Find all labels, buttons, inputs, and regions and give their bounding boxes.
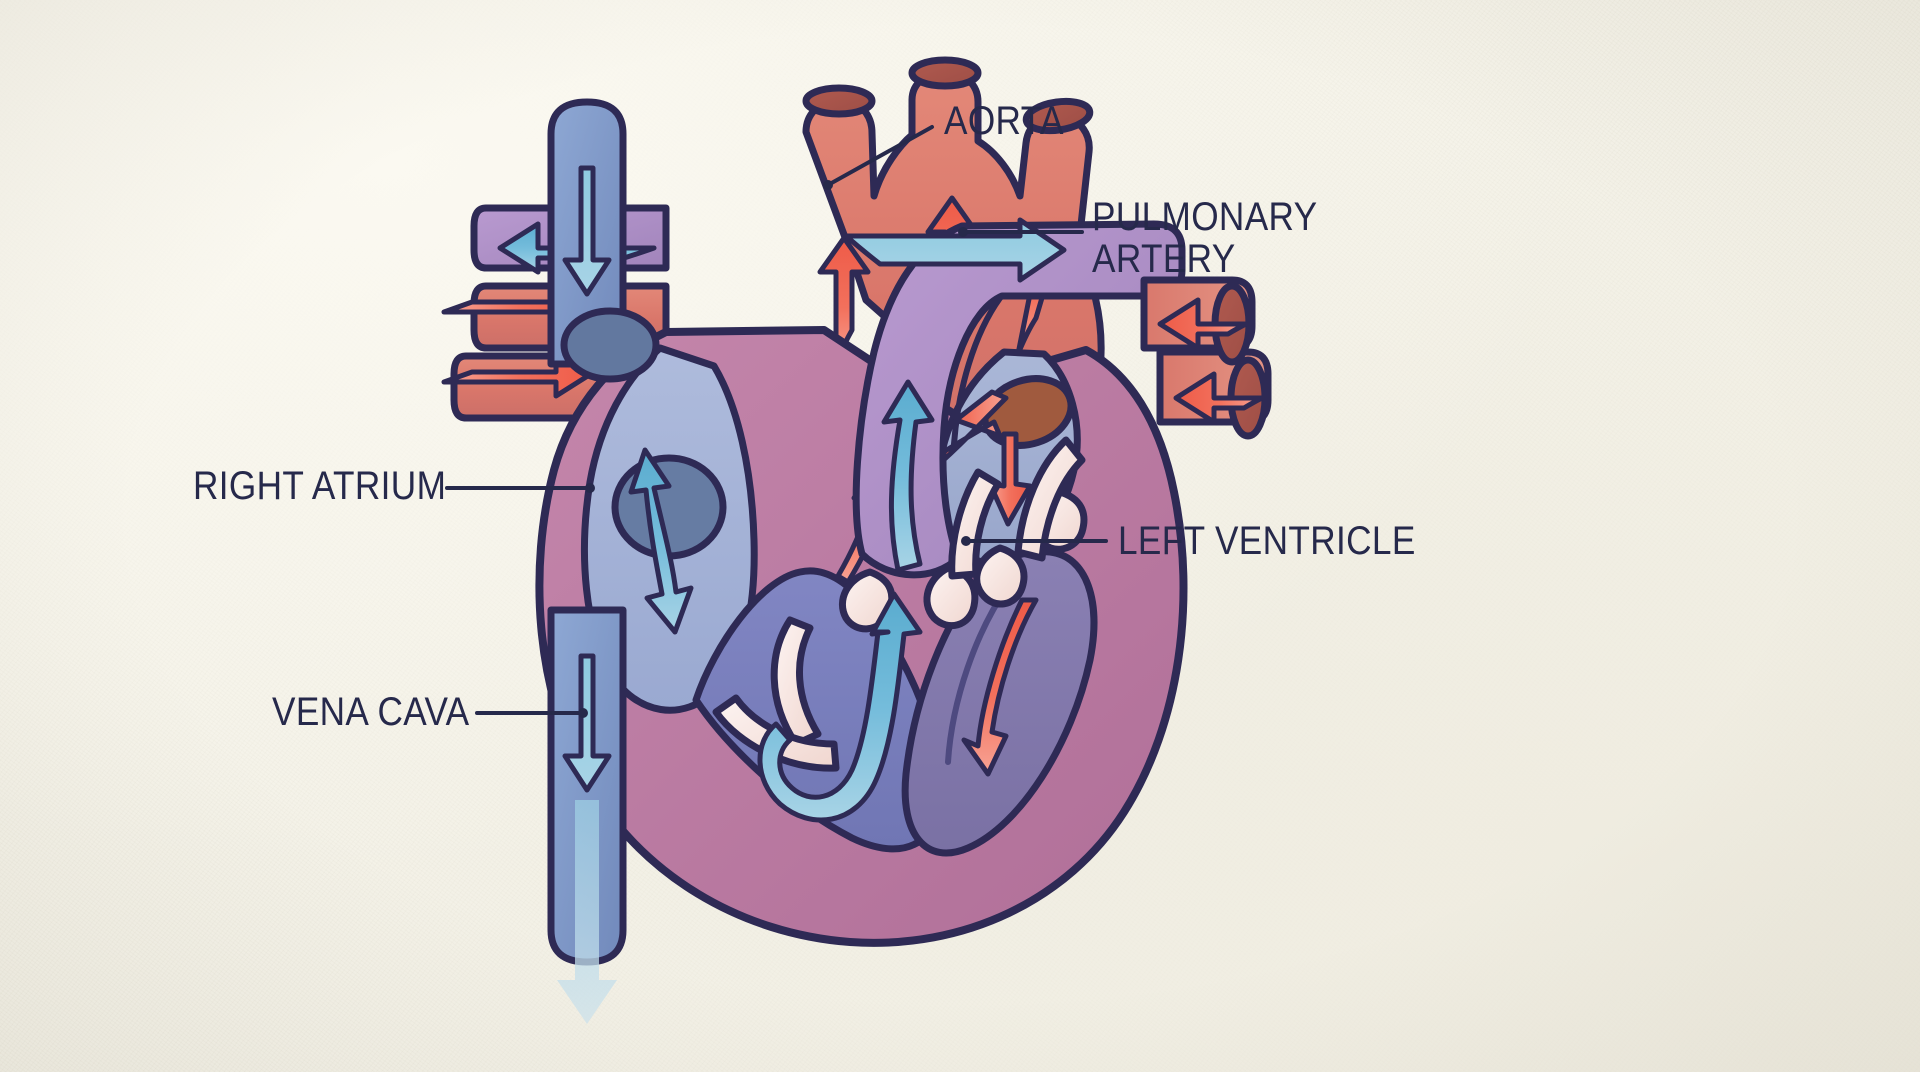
svc-flow-arrow xyxy=(562,165,612,297)
ivc-flow-arrow xyxy=(557,653,617,1024)
label-pulmonary-artery-line2: ARTERY xyxy=(1092,237,1236,281)
label-pulmonary-artery: PULMONARY ARTERY xyxy=(1092,196,1318,280)
ra-opening-lower xyxy=(611,454,727,560)
label-left-ventricle: LEFT VENTRICLE xyxy=(1118,519,1416,563)
label-pulmonary-artery-line1: PULMONARY xyxy=(1092,195,1318,239)
ra-opening-upper xyxy=(560,307,660,383)
heart-valves xyxy=(712,436,1088,772)
leader-aorta xyxy=(826,125,934,187)
leader-lines xyxy=(445,125,1108,718)
label-aorta: AORTA xyxy=(944,99,1064,143)
label-right-atrium: RIGHT ATRIUM xyxy=(193,464,447,508)
label-vena-cava: VENA CAVA xyxy=(272,690,470,734)
ra-double-arrow xyxy=(628,447,694,635)
right-stub-arrows xyxy=(1157,297,1265,425)
rv-return-arrow xyxy=(757,591,923,823)
right-atrium-chamber xyxy=(560,307,758,714)
pa-flow-arrows xyxy=(843,217,1067,573)
aorta-branch-openings xyxy=(802,56,1094,135)
